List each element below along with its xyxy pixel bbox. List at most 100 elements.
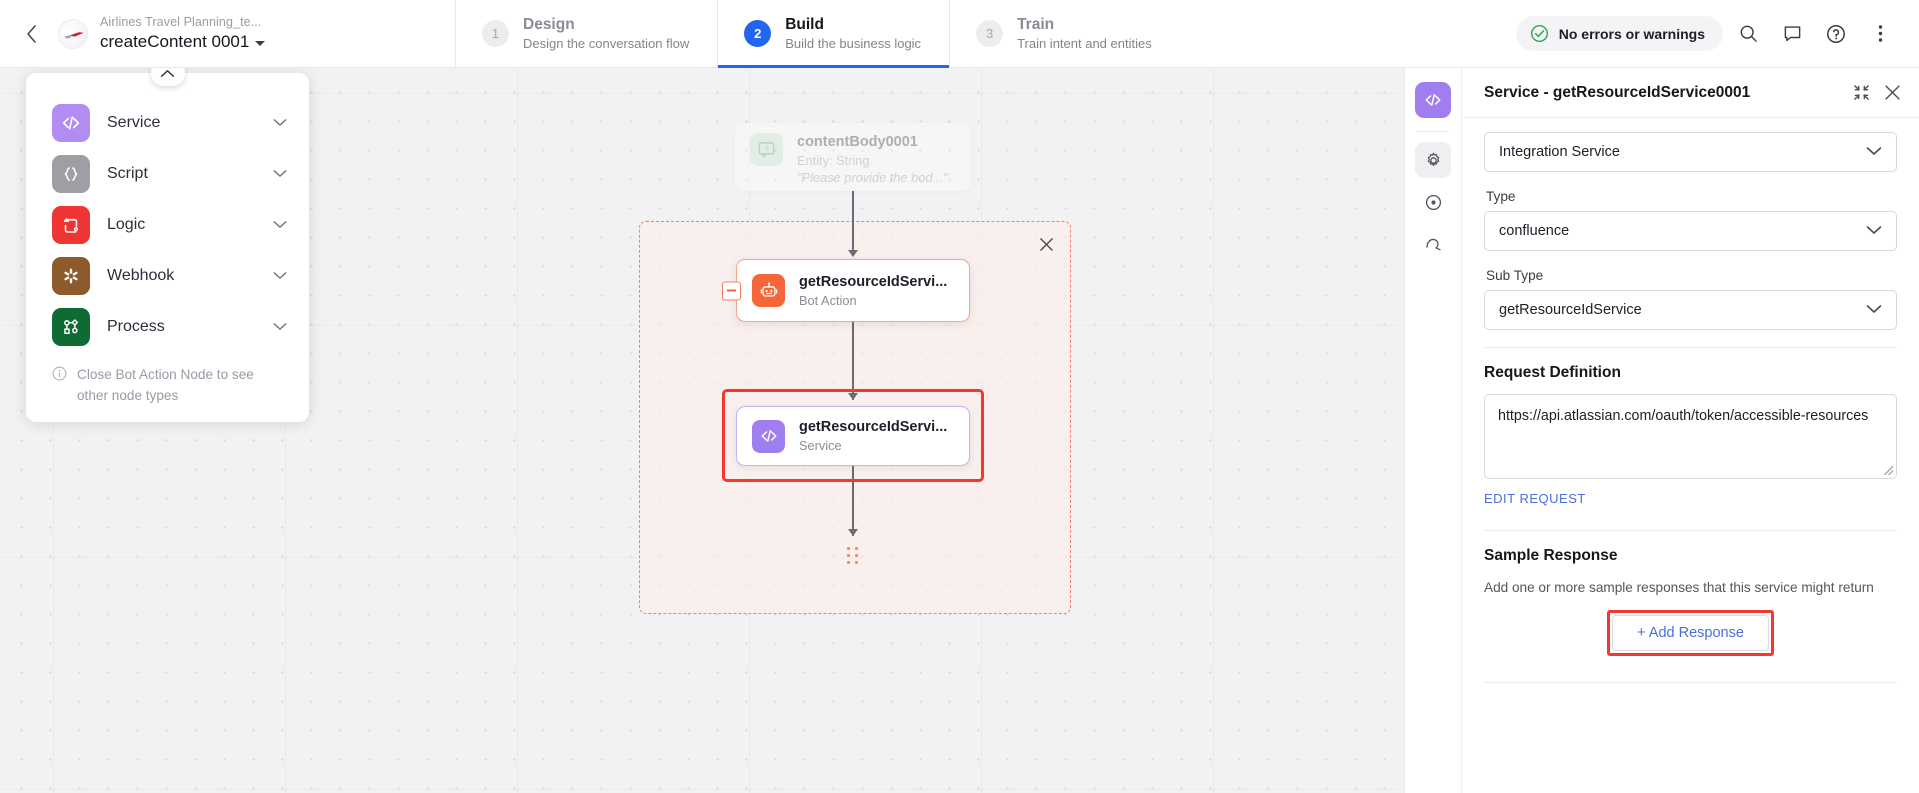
step-number: 3 [976, 20, 1004, 47]
node-subtitle: Entity: String [797, 153, 870, 168]
flow-name-label: createContent 0001 [100, 32, 250, 51]
chevron-left-icon [26, 24, 36, 43]
chevron-down-icon [1866, 143, 1882, 161]
palette-item-process[interactable]: Process [26, 301, 309, 352]
sub-type-value: getResourceIdService [1499, 302, 1642, 318]
collapse-arrows-icon [1854, 85, 1869, 100]
sub-type-select[interactable]: getResourceIdService [1484, 290, 1897, 330]
service-type-value: Integration Service [1499, 144, 1620, 160]
edit-request-link[interactable]: EDIT REQUEST [1484, 491, 1586, 506]
node-prompt: "Please provide the bod..." [797, 170, 948, 185]
section-divider [1484, 347, 1897, 348]
chevron-down-icon [1866, 222, 1882, 240]
expand-panel-button[interactable] [1853, 84, 1870, 101]
palette-item-label: Process [107, 317, 165, 335]
more-vertical-icon [1878, 25, 1882, 42]
chevron-down-icon[interactable] [273, 114, 287, 132]
step-desc: Build the business logic [785, 35, 922, 51]
add-response-button[interactable]: + Add Response [1612, 615, 1769, 651]
flow-canvas[interactable]: ? contentBody0001 Entity: String "Please… [0, 68, 1404, 793]
code-icon [752, 419, 785, 453]
palette-item-script[interactable]: Script [26, 148, 309, 199]
avatar [58, 18, 88, 49]
search-button[interactable] [1729, 15, 1767, 53]
chevron-down-icon[interactable] [273, 165, 287, 183]
sample-response-help: Add one or more sample responses that th… [1484, 580, 1874, 595]
robot-icon [752, 274, 785, 307]
comment-button[interactable] [1773, 15, 1811, 53]
node-service[interactable]: getResourceIdServi... Service [736, 406, 970, 466]
edge-entity-to-bot [852, 191, 854, 255]
rail-service-button[interactable] [1415, 82, 1451, 118]
status-badge[interactable]: No errors or warnings [1515, 16, 1723, 51]
back-button[interactable] [16, 19, 46, 49]
service-node-highlight [722, 389, 984, 482]
close-bot-action-button[interactable] [1035, 233, 1057, 255]
chevron-down-icon[interactable] [273, 267, 287, 285]
request-definition-value: https://api.atlassian.com/oauth/token/ac… [1498, 408, 1869, 424]
panel-icon-rail [1404, 68, 1462, 793]
node-title: contentBody0001 [797, 134, 918, 150]
loop-icon [52, 205, 90, 244]
edge-arrow-1 [848, 250, 858, 257]
node-subtitle: Service [799, 438, 842, 453]
node-title: getResourceIdServi... [799, 273, 948, 290]
node-title: getResourceIdServi... [799, 419, 948, 435]
tab-build[interactable]: 2 Build Build the business logic [717, 0, 949, 68]
asterisk-icon [52, 256, 90, 295]
step-title: Train [1017, 15, 1055, 33]
sample-response-title: Sample Response [1484, 547, 1618, 564]
chevron-down-icon[interactable] [273, 318, 287, 336]
edge-service-to-next [852, 466, 854, 536]
chevron-down-icon [255, 41, 266, 46]
palette-item-webhook[interactable]: Webhook [26, 250, 309, 301]
rail-target-button[interactable] [1415, 184, 1451, 220]
code-icon [1425, 94, 1441, 107]
step-title: Design [523, 15, 575, 33]
target-icon [1425, 194, 1441, 210]
palette-item-label: Service [107, 113, 161, 131]
panel-body: Integration Service Type confluence Sub … [1462, 118, 1919, 793]
flow-name-dropdown[interactable]: createContent 0001 [100, 31, 266, 53]
close-icon [1885, 85, 1900, 100]
chevron-up-icon [160, 69, 175, 77]
step-number: 1 [482, 20, 509, 47]
comment-icon [1784, 26, 1800, 42]
add-response-wrap: + Add Response [1484, 610, 1897, 656]
node-bot-action[interactable]: getResourceIdServi... Bot Action [722, 259, 970, 322]
step-desc: Design the conversation flow [523, 35, 690, 51]
help-button[interactable] [1817, 15, 1855, 53]
request-definition-input[interactable]: https://api.atlassian.com/oauth/token/ac… [1484, 394, 1897, 479]
chevron-down-icon[interactable] [273, 216, 287, 234]
info-icon [52, 366, 67, 406]
resize-handle-icon[interactable] [1884, 466, 1893, 475]
collapse-node-button[interactable] [722, 281, 741, 300]
add-response-highlight: + Add Response [1607, 610, 1774, 656]
edge-arrow-2 [848, 393, 858, 400]
entity-question-icon: ? [750, 133, 783, 166]
panel-bottom-divider [1484, 682, 1897, 683]
palette-collapse-button[interactable] [150, 68, 185, 86]
tab-train[interactable]: 3 Train Train intent and entities [949, 0, 1180, 67]
more-options-button[interactable] [1861, 15, 1899, 53]
service-type-select[interactable]: Integration Service [1484, 132, 1897, 172]
top-bar: Airlines Travel Planning_te... createCon… [0, 0, 1919, 68]
type-select[interactable]: confluence [1484, 211, 1897, 251]
palette-note: Close Bot Action Node to see other node … [26, 352, 301, 408]
workflow-steps: 1 Design Design the conversation flow 2 … [455, 0, 1180, 68]
add-node-handle[interactable] [845, 546, 861, 566]
service-properties-panel: Service - getResourceIdService0001 [1462, 68, 1919, 793]
palette-note-text: Close Bot Action Node to see other node … [77, 367, 254, 403]
node-entity-contentbody[interactable]: ? contentBody0001 Entity: String "Please… [735, 123, 971, 191]
activity-icon [1425, 238, 1441, 250]
palette-item-logic[interactable]: Logic [26, 199, 309, 250]
rail-settings-button[interactable] [1415, 142, 1451, 178]
node-subtitle: Bot Action [799, 292, 857, 308]
tab-design[interactable]: 1 Design Design the conversation flow [455, 0, 717, 67]
panel-header-actions [1853, 84, 1901, 101]
palette-item-service[interactable]: Service [26, 97, 309, 148]
topbar-actions: No errors or warnings [1515, 0, 1919, 67]
rail-activity-button[interactable] [1415, 226, 1451, 262]
topbar-titles: Airlines Travel Planning_te... createCon… [100, 14, 266, 53]
close-panel-button[interactable] [1884, 84, 1901, 101]
